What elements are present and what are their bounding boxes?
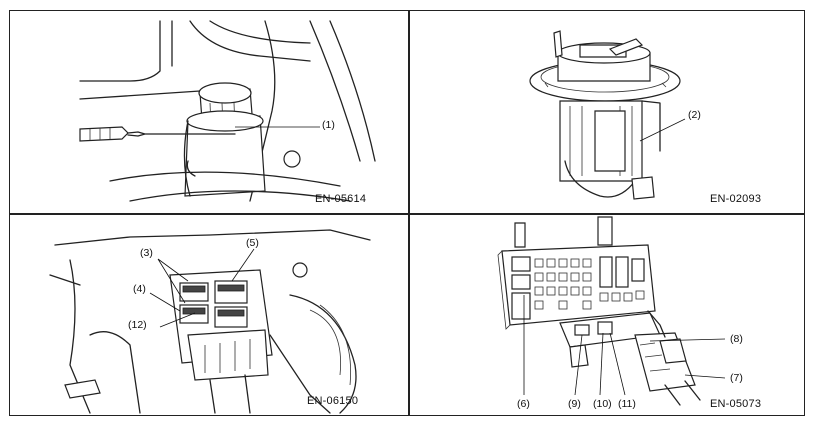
figure-code: EN-06150 [307, 395, 359, 407]
callout-9: (9) [568, 398, 581, 410]
callout-2: (2) [688, 109, 701, 121]
callout-10: (10) [593, 398, 612, 410]
illustration-relay-connectors [49, 229, 371, 414]
figure-code: EN-02093 [710, 193, 762, 205]
figure-code: EN-05073 [710, 398, 762, 410]
figure-code: EN-05614 [315, 193, 367, 205]
callout-11: (11) [618, 398, 636, 410]
callout-1: (1) [322, 119, 335, 131]
callout-3: (3) [140, 247, 153, 259]
illustration-grid: (1) EN-05614 (2) [9, 10, 805, 416]
callout-8: (8) [730, 333, 743, 345]
illustration-screwdriver [79, 20, 376, 202]
horizontal-divider [10, 213, 804, 215]
callout-4: (4) [133, 283, 146, 295]
panel-bottom-right: (6) (7) (8) (9) (10) (11) EN-05073 [410, 215, 804, 415]
callout-6: (6) [517, 398, 530, 410]
illustration-fuel-pump [529, 30, 686, 200]
panel-top-left: (1) EN-05614 [10, 11, 408, 213]
panel-top-right: (2) EN-02093 [410, 11, 804, 213]
illustration-fuse-box [497, 216, 726, 406]
callout-5: (5) [246, 237, 259, 249]
callout-12: (12) [128, 319, 147, 331]
panel-bottom-left: (3) (4) (5) (12) EN-06150 [10, 215, 408, 415]
callout-7: (7) [730, 372, 743, 384]
